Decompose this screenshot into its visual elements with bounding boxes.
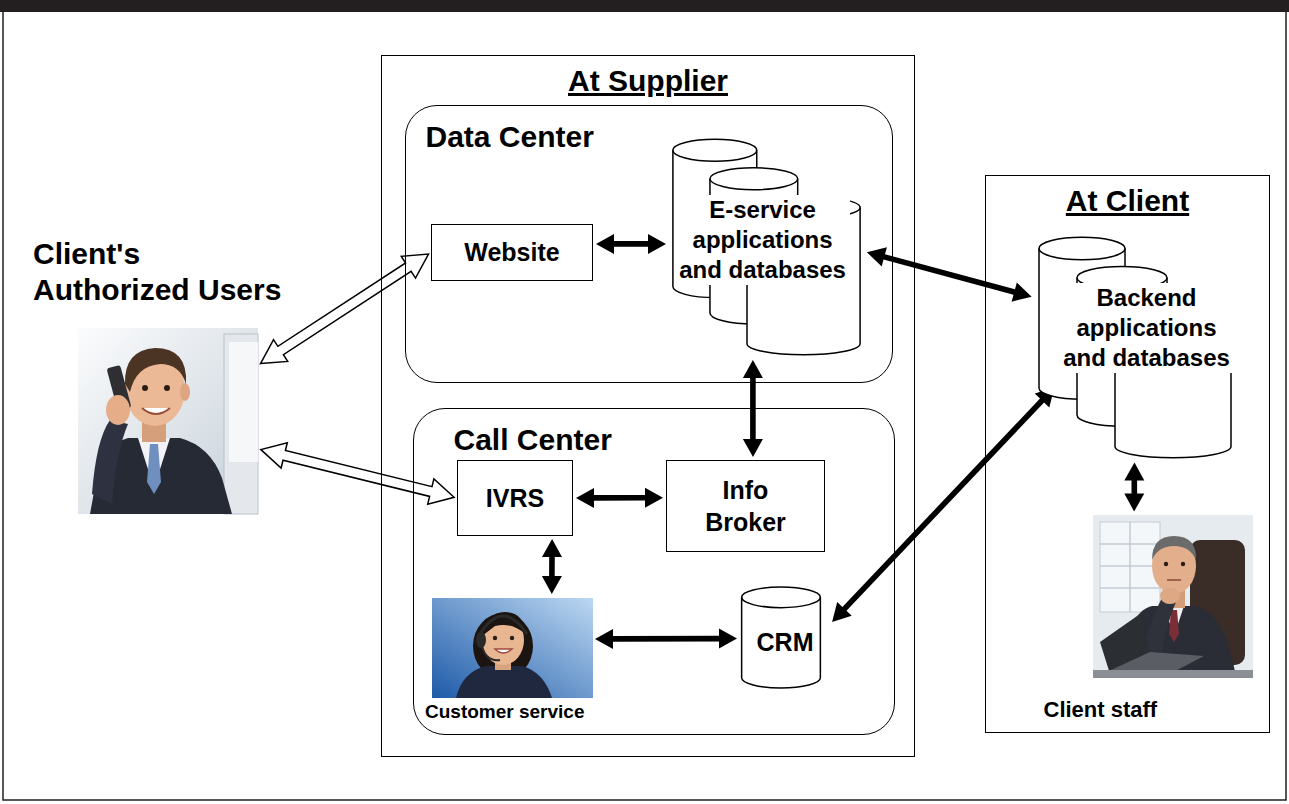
- solid-arrow: [743, 360, 763, 457]
- desk: [1093, 670, 1253, 678]
- header-bar: [0, 0, 1289, 12]
- arm: [92, 420, 128, 504]
- node-label: E-service applications and databases: [676, 195, 850, 285]
- monitor-screen: [229, 342, 258, 462]
- database-stack: E-service applications and databases: [669, 137, 864, 357]
- process-box: Info Broker: [666, 460, 825, 552]
- site-boundary: At ClientBackend applications and databa…: [985, 175, 1270, 733]
- cylinder-rim: [742, 597, 821, 607]
- heading-label: Data Center: [426, 118, 594, 156]
- node-label: CRM: [740, 627, 830, 658]
- monitor: [224, 334, 258, 514]
- tie: [147, 444, 161, 494]
- solid-arrow: [596, 234, 666, 254]
- cylinder-rim: [710, 179, 798, 190]
- eye: [142, 385, 148, 391]
- window: [1100, 522, 1160, 612]
- database-cylinder: CRM: [740, 586, 830, 689]
- hand: [106, 395, 130, 425]
- photo-background: [1093, 515, 1253, 678]
- photo-background: [432, 598, 593, 698]
- solid-arrow: [595, 629, 737, 649]
- window-bars: [1100, 522, 1160, 612]
- center-box: Call CenterIVRS Info BrokerCustomer servi…: [413, 408, 895, 735]
- heading-label: At Client: [986, 182, 1269, 220]
- hollow-arrow: [261, 443, 454, 505]
- person-photo: Client staff: [1093, 515, 1253, 678]
- person-caption: Customer service: [425, 701, 584, 724]
- process-box: IVRS: [457, 460, 573, 536]
- solid-arrow: [1124, 463, 1144, 512]
- cylinder-rim: [1039, 248, 1125, 259]
- hair: [1152, 536, 1196, 560]
- person-photo: Client's Authorized Users: [78, 328, 258, 514]
- microphone: [482, 646, 500, 660]
- ear: [180, 383, 190, 401]
- top: [456, 666, 552, 698]
- photo-background: [78, 328, 258, 514]
- center-box: Data CenterWebsite E-service applications…: [405, 105, 893, 383]
- hollow-arrow: [261, 254, 429, 364]
- figure-frame: [3, 12, 1286, 800]
- node-label: IVRS: [486, 482, 544, 515]
- earpiece: [476, 632, 486, 648]
- person-caption: Client's Authorized Users: [33, 236, 295, 308]
- hair: [125, 348, 186, 392]
- solid-arrow: [542, 539, 562, 594]
- eye: [164, 385, 170, 391]
- solid-arrow: [576, 488, 663, 508]
- process-box: Website: [431, 224, 593, 281]
- node-label: Info Broker: [696, 474, 796, 539]
- node-label: Website: [464, 236, 559, 269]
- mouth: [1167, 579, 1181, 581]
- eye: [1164, 562, 1168, 566]
- smile: [495, 649, 512, 653]
- site-boundary: At SupplierData CenterWebsite E-service a…: [381, 55, 915, 757]
- heading-label: At Supplier: [382, 62, 914, 100]
- headset-band: [480, 616, 527, 634]
- heading-label: Call Center: [454, 421, 612, 459]
- solid-arrow: [832, 387, 1054, 622]
- hand: [1160, 588, 1180, 604]
- person-caption: Client staff: [1044, 697, 1158, 723]
- cylinder-rim: [673, 150, 757, 161]
- eye: [493, 636, 497, 640]
- smile: [142, 408, 170, 414]
- eye: [1181, 562, 1185, 566]
- person-photo: Customer service: [431, 597, 592, 697]
- database-stack: Backend applications and databases: [1035, 235, 1235, 460]
- eye: [510, 636, 514, 640]
- node-label: Backend applications and databases: [1060, 283, 1234, 373]
